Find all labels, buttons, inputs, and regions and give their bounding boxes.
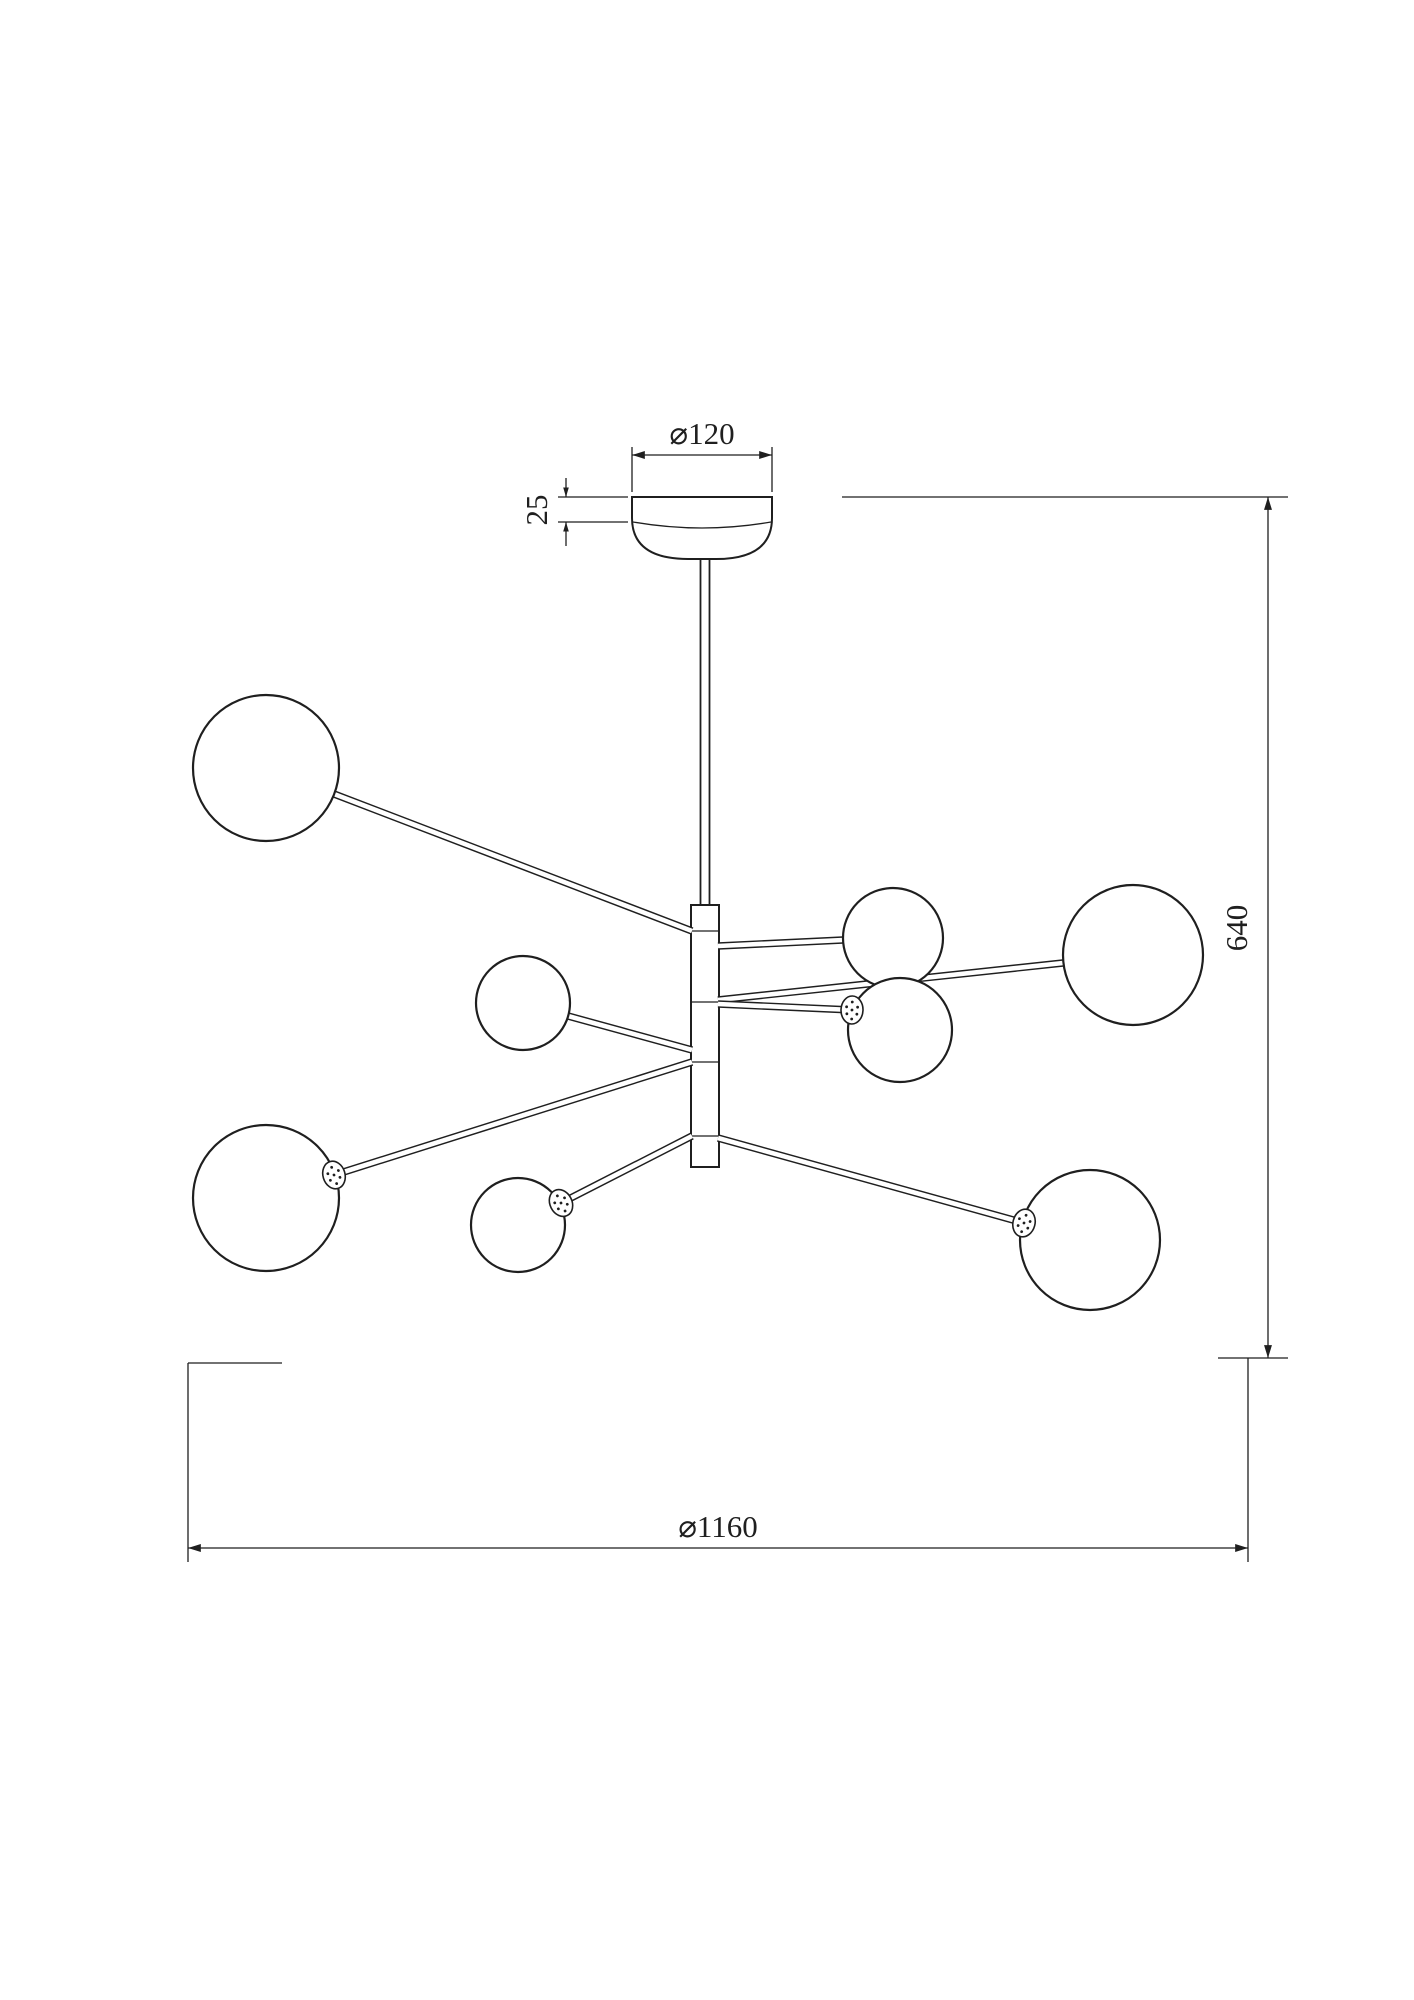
arm-rod-right-mid [717, 1000, 853, 1014]
globe-right-large [1061, 883, 1205, 1027]
globe-lower-small [469, 1176, 567, 1274]
globe-lower-right [1018, 1168, 1162, 1312]
dimension-canopy-height: 25 [519, 478, 628, 546]
dimension-canopy-diameter: ⌀120 [631, 416, 773, 492]
globe-flange [839, 994, 865, 1026]
globe-center-small [841, 886, 945, 990]
arm-rod-lower-left-short [559, 1132, 694, 1207]
canopy-diameter-label: ⌀120 [669, 416, 734, 451]
globe-mid-left [474, 954, 572, 1052]
overall-diameter-label: ⌀1160 [678, 1509, 758, 1544]
center-hub [690, 904, 720, 1168]
dimension-overall-diameter: ⌀1160 [187, 1358, 1249, 1562]
arm-rod-lower-left-long [332, 1058, 694, 1179]
globe-upper-left [191, 693, 341, 843]
globe-center-mid [846, 976, 954, 1084]
arm-rod-upper-right-short [717, 936, 844, 950]
overall-height-label: 640 [1219, 905, 1254, 952]
globe-lower-left [191, 1123, 341, 1273]
canopy-height-label: 25 [519, 495, 554, 526]
arm-rod-upper-left [332, 790, 694, 935]
ceiling-canopy [631, 496, 773, 560]
arm-rod-mid-left [567, 1012, 693, 1054]
arm-rod-lower-right [716, 1134, 1026, 1227]
stem-rod [699, 550, 711, 906]
dimension-overall-height: 640 [842, 496, 1288, 1359]
